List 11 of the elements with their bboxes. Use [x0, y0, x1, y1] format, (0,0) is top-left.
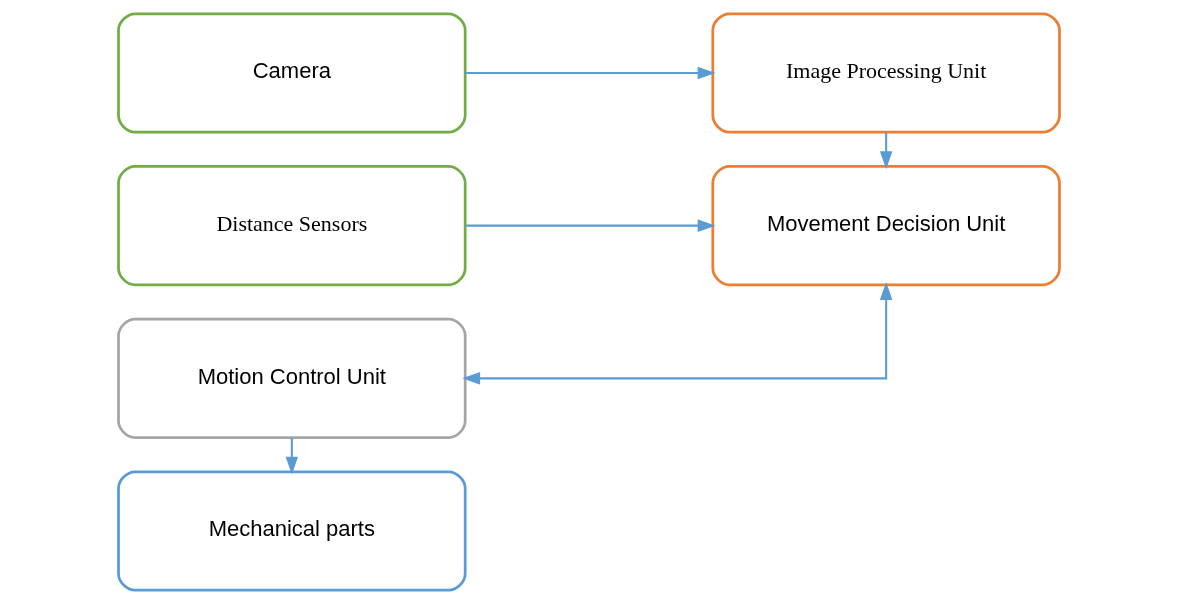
node-box: Motion Control Unit — [117, 317, 467, 439]
arrow — [285, 437, 299, 475]
arrow — [465, 66, 716, 80]
arrow — [462, 282, 893, 385]
node-box: Movement Decision Unit — [711, 165, 1061, 287]
node-box: Camera — [117, 12, 467, 134]
node-box: Image Processing Unit — [711, 12, 1061, 134]
node-box: Mechanical parts — [117, 470, 467, 592]
arrow — [879, 132, 893, 170]
node-box: Distance Sensors — [117, 165, 467, 287]
arrow — [465, 219, 716, 232]
